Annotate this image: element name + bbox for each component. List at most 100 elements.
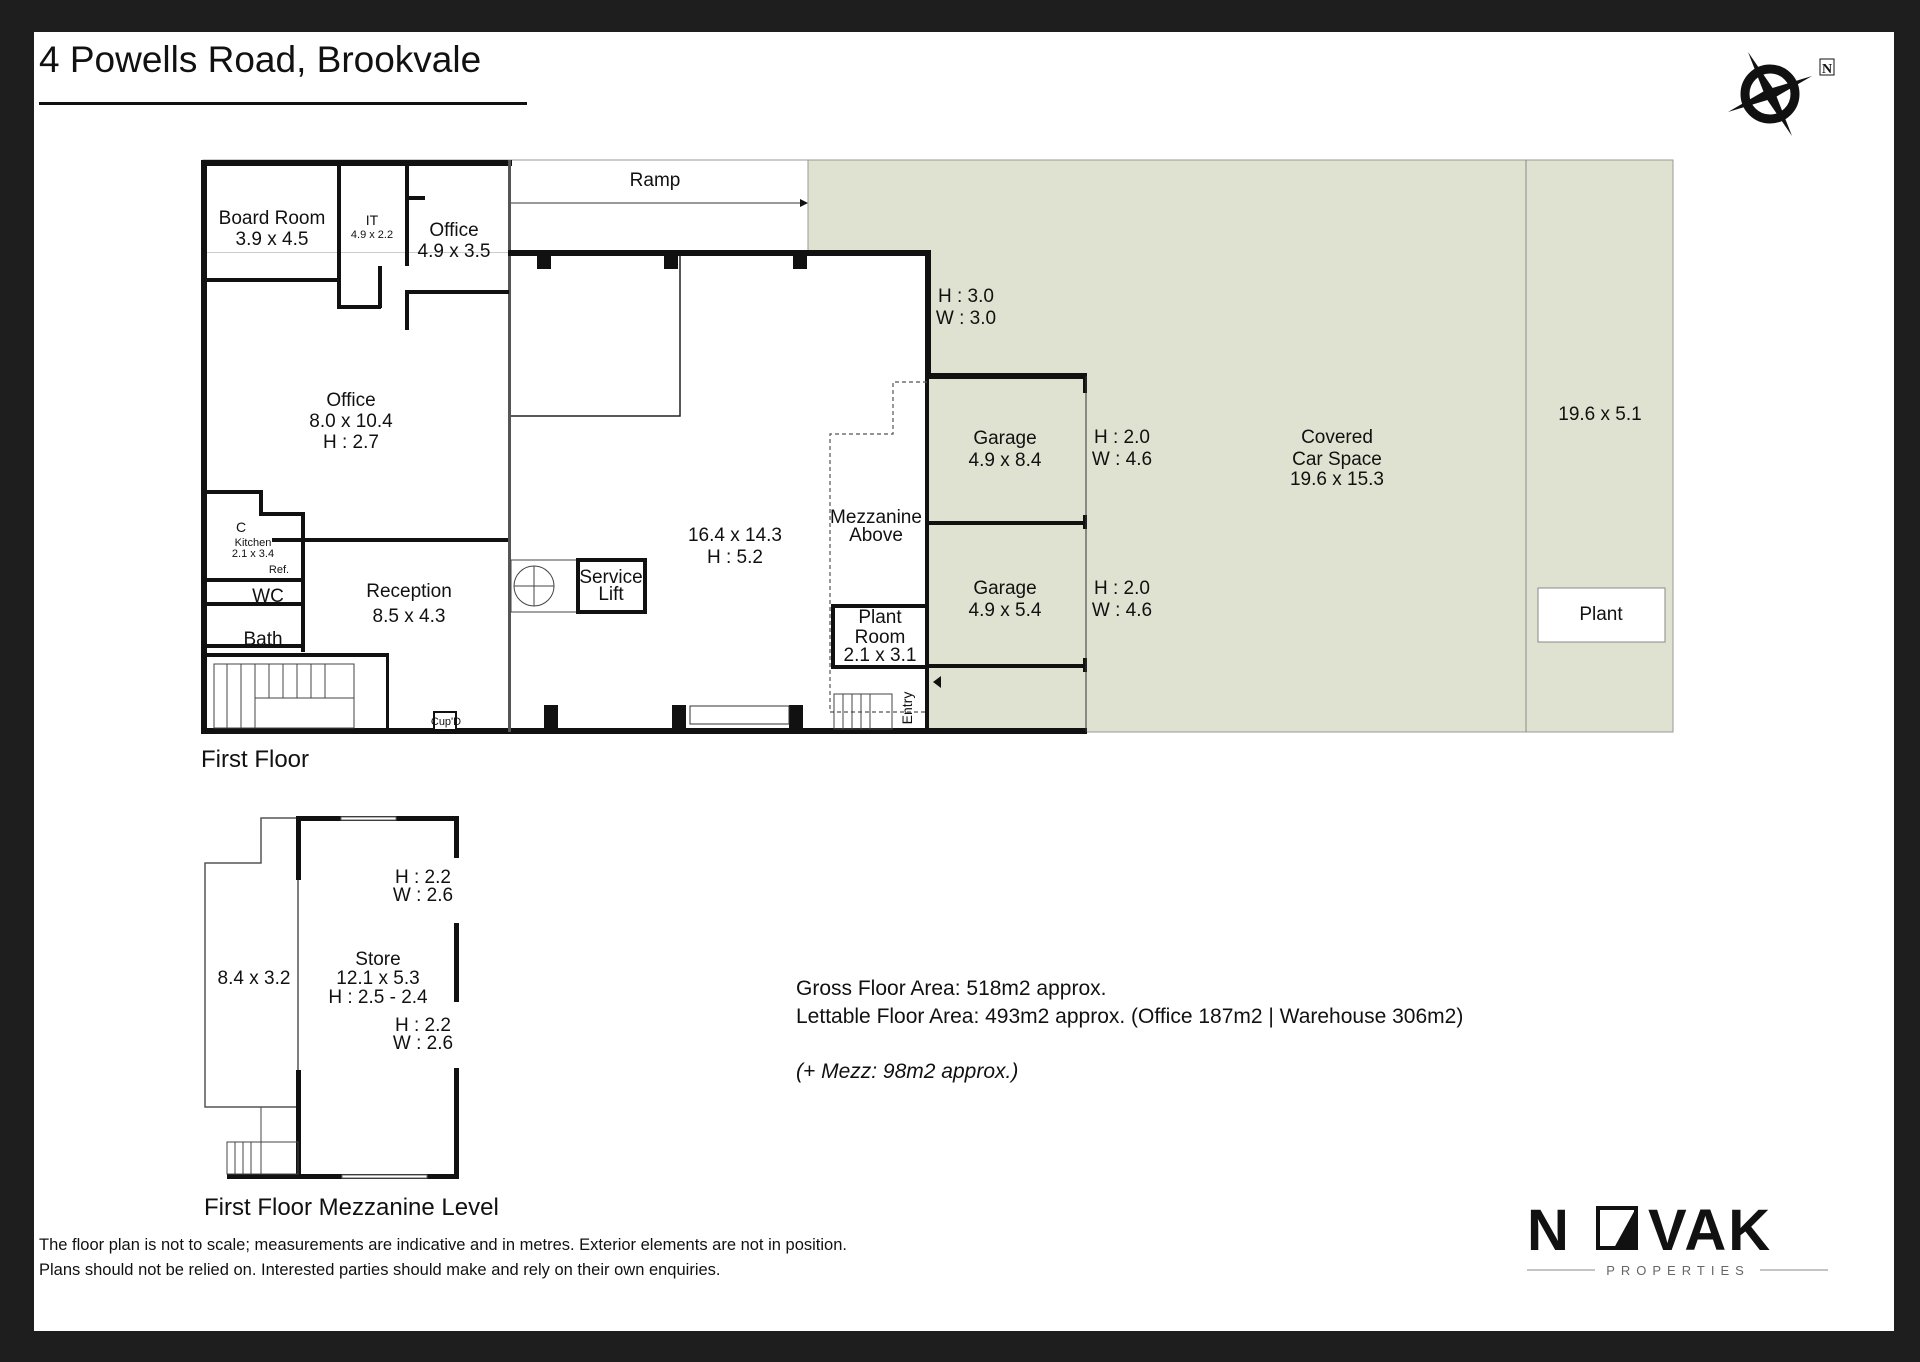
wall [928,664,1085,668]
wc-label: WC [252,586,284,607]
north-label: N [1822,62,1832,77]
disclaimer-line-1: The floor plan is not to scale; measurem… [39,1236,847,1254]
opening2-height: H : 2.2 [395,1015,451,1036]
wall [378,266,382,308]
column [537,253,551,269]
gross-floor-area: Gross Floor Area: 518m2 approx. [796,977,1106,1000]
column [672,705,686,729]
north-badge [1819,58,1835,76]
wall [337,305,381,309]
main-door-height: H : 3.0 [938,286,994,307]
plant-room-label-2: Room [855,627,906,648]
kitchen-dims: 2.1 x 3.4 [232,548,274,560]
wall [454,1068,459,1179]
office-main-height: H : 2.7 [323,432,379,453]
column [793,253,807,269]
stairs-icon [213,663,355,729]
office-main-label: Office [326,390,375,411]
wall [405,196,409,266]
office-small-label: Office [429,220,478,241]
wall [1083,373,1087,393]
window [341,1174,428,1179]
kitchen-label: Kitchen [235,537,272,549]
warehouse-height: H : 5.2 [707,547,763,568]
store-height: H : 2.5 - 2.4 [328,987,428,1008]
ramp-arrow-head-icon [800,199,808,207]
it-dims: 4.9 x 2.2 [351,229,393,241]
garage1-label: Garage [973,428,1036,449]
garage2-label: Garage [973,578,1036,599]
opening2-width: W : 2.6 [393,1033,453,1054]
wall [928,521,1085,525]
first-floor-plan [201,159,1674,734]
service-lift-label-1: Service [579,567,642,588]
cupboard-c-label: C [236,519,246,535]
lettable-floor-area: Lettable Floor Area: 493m2 approx. (Offi… [796,1005,1463,1028]
office-main-dims: 8.0 x 10.4 [309,411,393,432]
wall [925,373,929,732]
column [544,705,558,729]
mezzanine-heading: First Floor Mezzanine Level [204,1194,499,1221]
ramp-area [202,159,809,254]
plant-label: Plant [1579,604,1623,625]
wall [296,816,301,880]
logo-letters-vak: VAK [1648,1198,1772,1263]
logo-subtitle: PROPERTIES [1606,1263,1750,1278]
mezzanine-above-label-1: Mezzanine [830,507,922,528]
service-lift-label-2: Lift [598,584,624,605]
covered-car-space-label-1: Covered [1301,427,1373,448]
main-door-width: W : 3.0 [936,308,996,329]
column [789,705,803,729]
first-floor-heading: First Floor [201,746,309,773]
cupboard-box [433,711,457,731]
store-dims: 12.1 x 5.3 [336,968,419,989]
plant-room-label-1: Plant [858,607,902,628]
service-lift-box [576,558,647,614]
garage2-door-width: W : 4.6 [1092,600,1152,621]
wall [203,278,338,282]
mezzanine-outline [829,381,927,713]
partition [511,256,681,417]
garage2-door-height: H : 2.0 [1094,578,1150,599]
wall [454,923,459,1002]
board-room-label: Board Room [219,208,326,229]
covered-car-space-label-2: Car Space [1292,449,1382,470]
office-small-dims: 4.9 x 3.5 [418,241,491,262]
compass-rose-icon [1728,52,1812,136]
mezzanine-above-label-2: Above [849,525,903,546]
stairs-icon [833,693,893,730]
wall [259,490,263,516]
disclaimer-line-2: Plans should not be relied on. Intereste… [39,1261,721,1279]
wall [296,1070,301,1178]
wall [405,290,509,294]
stairs-icon [226,1107,299,1175]
wall [508,250,931,256]
wall [405,166,409,198]
mezz-left-dims: 8.4 x 3.2 [218,968,291,989]
wall [405,290,409,330]
board-room-dims: 3.9 x 4.5 [236,229,309,250]
wall [203,644,303,648]
mezz-area: (+ Mezz: 98m2 approx.) [796,1060,1018,1083]
entry-arrow-icon [933,676,941,688]
store-label: Store [355,949,400,970]
wall [925,373,1087,379]
wall [201,160,207,734]
wall [201,728,1087,734]
wall [203,490,259,494]
side-strip-dims: 19.6 x 5.1 [1558,404,1641,425]
opening1-height: H : 2.2 [395,867,451,888]
mezzanine-plan [204,816,459,1179]
wall [405,196,425,200]
wall [203,653,387,657]
wall [508,160,511,732]
plant-room-dims: 2.1 x 3.1 [844,645,917,666]
garages-area [928,376,1085,732]
page-title: 4 Powells Road, Brookvale [39,39,481,80]
wall [272,538,508,542]
logo-diagonal [1614,1208,1636,1248]
garage1-door-width: W : 4.6 [1092,449,1152,470]
it-label: IT [366,212,379,228]
wall [259,512,305,516]
warehouse-dims: 16.4 x 14.3 [688,525,782,546]
